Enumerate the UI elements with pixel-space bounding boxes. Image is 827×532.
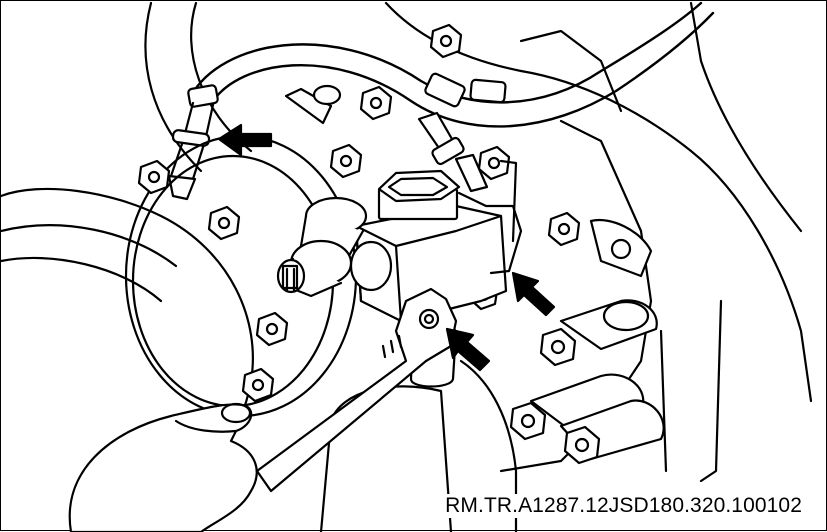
pointer-arrow-icon [217, 123, 273, 157]
hand-icon [68, 402, 258, 532]
hex-bolt-icon [207, 205, 241, 241]
pointer-arrow-icon [511, 271, 556, 317]
coolant-hose [187, 1, 715, 128]
hex-bolt-icon [359, 85, 393, 121]
flange-bolts [137, 23, 581, 403]
hex-bolt-icon [509, 401, 547, 441]
top-fittings [284, 84, 489, 193]
figure-reference-code: RM.TR.A1287.12JSD180.320.100102 [443, 494, 804, 518]
solenoid-connectors [276, 196, 393, 298]
spanner-wrench-icon [255, 287, 458, 493]
hex-bolt-icon [137, 159, 171, 195]
hex-bolt-icon [547, 211, 581, 247]
actuator-cylinders [509, 299, 665, 465]
hex-bolt-icon [477, 145, 511, 181]
hex-bolt-icon [241, 367, 275, 403]
hex-bolt-icon [563, 425, 601, 465]
valve-assembly [354, 159, 523, 323]
pointer-arrow-icon [445, 327, 491, 372]
hex-bolt-icon [539, 327, 577, 367]
hex-bolt-icon [429, 23, 463, 59]
hex-bolt-icon [255, 311, 289, 347]
hex-bolt-icon [329, 143, 363, 179]
pointer-arrows [217, 123, 556, 372]
